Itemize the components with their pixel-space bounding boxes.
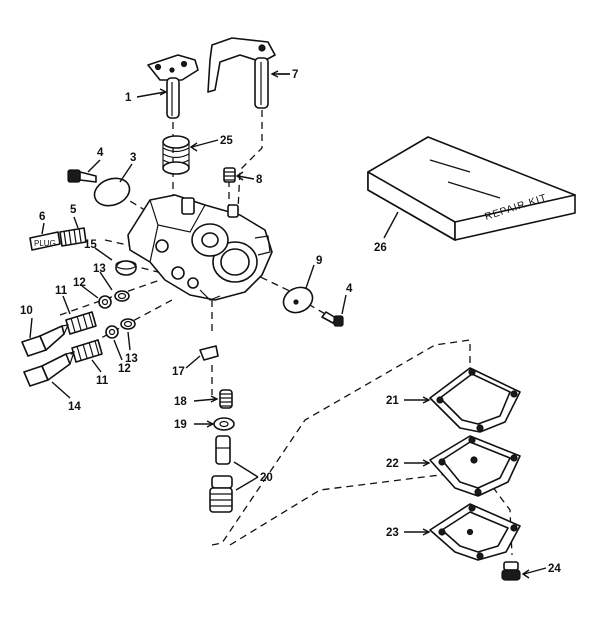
callout-19: 19 [174, 419, 187, 431]
carburetor-body [127, 194, 273, 301]
callout-3: 3 [130, 152, 136, 164]
part-fitting-20 [209, 435, 233, 513]
part-spring-25 [162, 135, 190, 175]
callout-8: 8 [256, 174, 263, 186]
callout-17: 17 [172, 366, 185, 378]
part-washer-19 [213, 417, 235, 431]
callout-24: 24 [548, 563, 561, 575]
part-choke-plate [282, 286, 314, 314]
part-screw-24 [501, 561, 521, 581]
callout-5: 5 [70, 204, 77, 216]
plug-marking: PLUG [34, 239, 56, 248]
leader-lines [29, 70, 547, 579]
part-repair-kit: REPAIR KIT [367, 136, 576, 241]
part-oring-13-upper [114, 290, 130, 302]
part-washer-12-upper [98, 295, 112, 309]
callout-11-upper: 11 [55, 285, 68, 297]
callout-15: 15 [84, 239, 97, 251]
part-cup-15 [115, 260, 137, 276]
part-diaphragm-22 [429, 435, 521, 497]
part-spring-18 [219, 389, 233, 409]
callout-6: 6 [39, 211, 45, 223]
part-needle-10 [21, 324, 70, 357]
callout-18: 18 [174, 396, 187, 408]
callout-9: 9 [316, 255, 322, 267]
callout-12-upper: 12 [73, 277, 86, 289]
callout-22: 22 [386, 458, 399, 470]
callout-14: 14 [68, 401, 81, 413]
part-needle-14 [23, 351, 75, 387]
callout-26: 26 [374, 242, 387, 254]
part-spring-5 [59, 227, 87, 247]
callout-13-upper: 13 [93, 263, 106, 275]
callout-25: 25 [220, 135, 233, 147]
part-throttle-shaft [147, 54, 199, 119]
callout-4-top: 4 [97, 147, 104, 159]
callout-23: 23 [386, 527, 399, 539]
part-welch-plug-6: PLUG [29, 231, 61, 251]
part-screw-4-right [321, 311, 344, 327]
callout-7: 7 [292, 69, 298, 81]
callout-labels: 1 7 25 8 4 3 5 6 15 13 12 11 10 13 12 11… [20, 69, 561, 575]
callout-1: 1 [125, 92, 132, 104]
part-spring-11-lower [71, 339, 103, 363]
part-gasket-21 [429, 367, 521, 433]
part-throttle-plate [93, 177, 131, 207]
callout-12-lower: 12 [118, 363, 131, 375]
part-seat-17 [199, 345, 219, 361]
part-choke-shaft [207, 37, 276, 109]
callout-10: 10 [20, 305, 33, 317]
callout-20: 20 [260, 472, 273, 484]
part-cover-23 [429, 503, 521, 561]
callout-11-lower: 11 [96, 375, 109, 387]
callout-13-lower: 13 [125, 353, 138, 365]
part-spring-11-upper [65, 311, 97, 335]
callout-4-right: 4 [346, 283, 353, 295]
part-screw-8 [223, 167, 236, 183]
part-washer-12-lower [105, 325, 119, 339]
callout-21: 21 [386, 395, 399, 407]
part-oring-13-lower [120, 318, 136, 330]
part-screw-4-top [67, 169, 97, 183]
